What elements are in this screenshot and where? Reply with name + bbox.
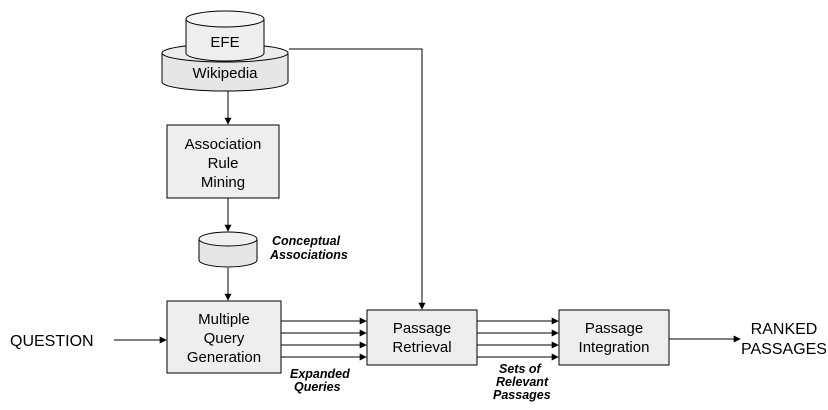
efe-label: EFE	[210, 34, 239, 51]
conceptual-associations-line-1: Conceptual	[272, 234, 341, 248]
retrieval-line-1: Passage	[393, 320, 451, 337]
relevant-passages-line-2: Relevant	[496, 375, 549, 389]
integration-line-2: Integration	[579, 339, 650, 356]
relevant-passages-line-1: Sets of	[499, 362, 543, 376]
query-gen-line-1: Multiple	[198, 311, 250, 328]
conceptual-associations-line-2: Associations	[269, 248, 348, 262]
passage-retrieval-box: Passage Retrieval	[366, 309, 478, 366]
association-rule-mining-box: Association Rule Mining	[166, 124, 280, 199]
integration-line-1: Passage	[585, 320, 643, 337]
wikipedia-label: Wikipedia	[192, 65, 258, 82]
question-input-label: QUESTION	[10, 333, 94, 350]
conceptual-associations-database	[198, 231, 258, 268]
expanded-queries-line-1: Expanded	[290, 367, 350, 381]
ranked-passages-line-1: RANKED	[751, 321, 818, 338]
relevant-passages-line-3: Passages	[493, 388, 551, 402]
mining-line-3: Mining	[201, 174, 245, 191]
passage-integration-box: Passage Integration	[558, 309, 670, 366]
query-gen-line-2: Query	[204, 330, 245, 347]
arrow-corpus-to-retrieval	[289, 48, 426, 310]
mining-line-2: Rule	[208, 155, 239, 172]
query-gen-line-3: Generation	[187, 349, 261, 366]
efe-database: EFE	[185, 10, 265, 62]
ranked-passages-line-2: PASSAGES	[741, 341, 827, 358]
multiple-query-generation-box: Multiple Query Generation	[166, 300, 282, 374]
expanded-queries-line-2: Queries	[294, 380, 341, 394]
mining-line-1: Association	[185, 136, 262, 153]
retrieval-line-2: Retrieval	[392, 339, 451, 356]
